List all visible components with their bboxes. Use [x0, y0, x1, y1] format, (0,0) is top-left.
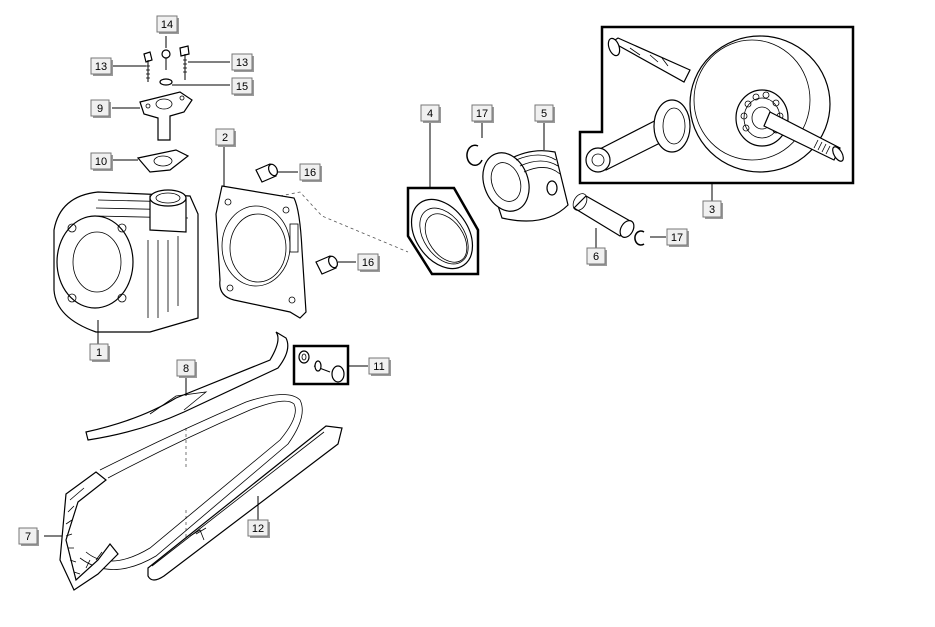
callout-text-11: 11: [373, 361, 384, 373]
callout-text-16-lower: 16: [362, 257, 374, 269]
callout-label-15: 15: [231, 77, 254, 96]
callout-text-17-upper: 17: [476, 108, 488, 120]
callout-label-12: 12: [247, 519, 270, 538]
callout-label-5: 5: [534, 104, 555, 123]
callout-label-8: 8: [176, 359, 197, 378]
dowel-pin-lower: [315, 255, 356, 275]
callout-text-4: 4: [427, 108, 433, 120]
callout-text-13-right: 13: [236, 57, 248, 69]
callout-label-9: 9: [90, 99, 111, 118]
callout-text-5: 5: [541, 108, 547, 120]
callout-label-3: 3: [702, 200, 723, 219]
circlip-lower: [634, 230, 666, 246]
callout-label-16-upper: 16: [299, 163, 322, 182]
callout-label-17-lower: 17: [666, 228, 689, 247]
callout-label-13-left: 13: [90, 57, 113, 76]
callout-label-14: 14: [156, 15, 179, 34]
callout-label-10: 10: [90, 152, 113, 171]
callout-label-16-lower: 16: [357, 253, 380, 272]
callout-label-7: 7: [18, 527, 39, 546]
chain-tensioner: [112, 36, 230, 173]
callout-text-14: 14: [161, 19, 173, 31]
callout-text-10: 10: [95, 156, 107, 168]
piston: [482, 122, 569, 222]
piston-pin: [572, 193, 635, 248]
piston-rings: [406, 122, 480, 276]
callout-label-6: 6: [586, 247, 607, 266]
cylinder-gasket: [215, 146, 307, 319]
chain-guide-upper: [85, 331, 289, 441]
tensioner-bolt-set: [292, 344, 368, 386]
circlip-upper: [466, 122, 483, 166]
callout-text-16-upper: 16: [304, 167, 316, 179]
dowel-pin-upper: [255, 163, 298, 183]
callout-label-4: 4: [420, 104, 441, 123]
callout-label-13-right: 13: [231, 53, 254, 72]
cam-chain: [44, 394, 303, 591]
callout-text-3: 3: [709, 204, 715, 216]
callout-text-9: 9: [97, 103, 103, 115]
callout-text-1: 1: [96, 347, 102, 359]
callout-text-13-left: 13: [95, 61, 107, 73]
callout-text-17-lower: 17: [671, 232, 683, 244]
callout-label-11: 11: [368, 357, 391, 376]
cylinder-block: [53, 189, 199, 344]
callout-text-12: 12: [252, 523, 264, 535]
crankshaft-assembly: [578, 25, 855, 202]
callout-text-15: 15: [236, 81, 248, 93]
callout-text-8: 8: [183, 363, 189, 375]
callout-label-2: 2: [215, 128, 236, 147]
callout-text-6: 6: [593, 251, 599, 263]
callout-label-1: 1: [89, 343, 110, 362]
callout-text-2: 2: [222, 132, 228, 144]
chain-guide-lower: [147, 425, 343, 581]
callout-label-17-upper: 17: [471, 104, 494, 123]
callout-text-7: 7: [25, 531, 31, 543]
